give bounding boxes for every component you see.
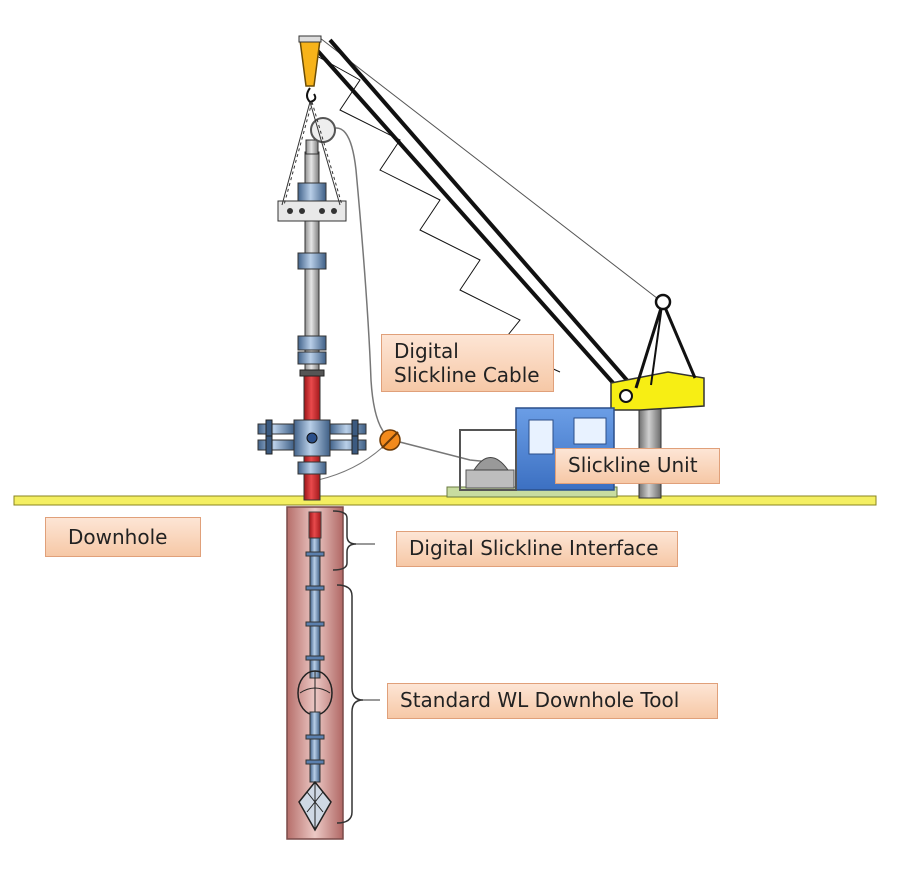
wellbore [286,506,344,840]
label-slickline-unit-text: Slickline Unit [568,453,698,477]
crane-pendant-line [319,37,663,303]
top-sheave [310,117,336,143]
hook-block [281,35,343,206]
label-slickline-unit: Slickline Unit [555,448,720,484]
label-standard-tool-text: Standard WL Downhole Tool [400,688,680,712]
label-digital-slickline-interface: Digital Slickline Interface [396,531,678,567]
wellhead-stack [257,117,367,501]
label-downhole-text: Downhole [68,525,168,549]
slickline-cable [325,127,491,463]
label-interface-text: Digital Slickline Interface [409,536,659,560]
label-cable-line2: Slickline Cable [394,363,540,387]
label-standard-wl-downhole-tool: Standard WL Downhole Tool [387,683,718,719]
label-downhole: Downhole [45,517,201,557]
cable-drum [473,457,509,471]
label-cable-line1: Digital [394,339,459,363]
label-digital-slickline-cable: Digital Slickline Cable [381,334,554,392]
crane-boom [306,38,634,395]
ground-surface [13,495,877,506]
